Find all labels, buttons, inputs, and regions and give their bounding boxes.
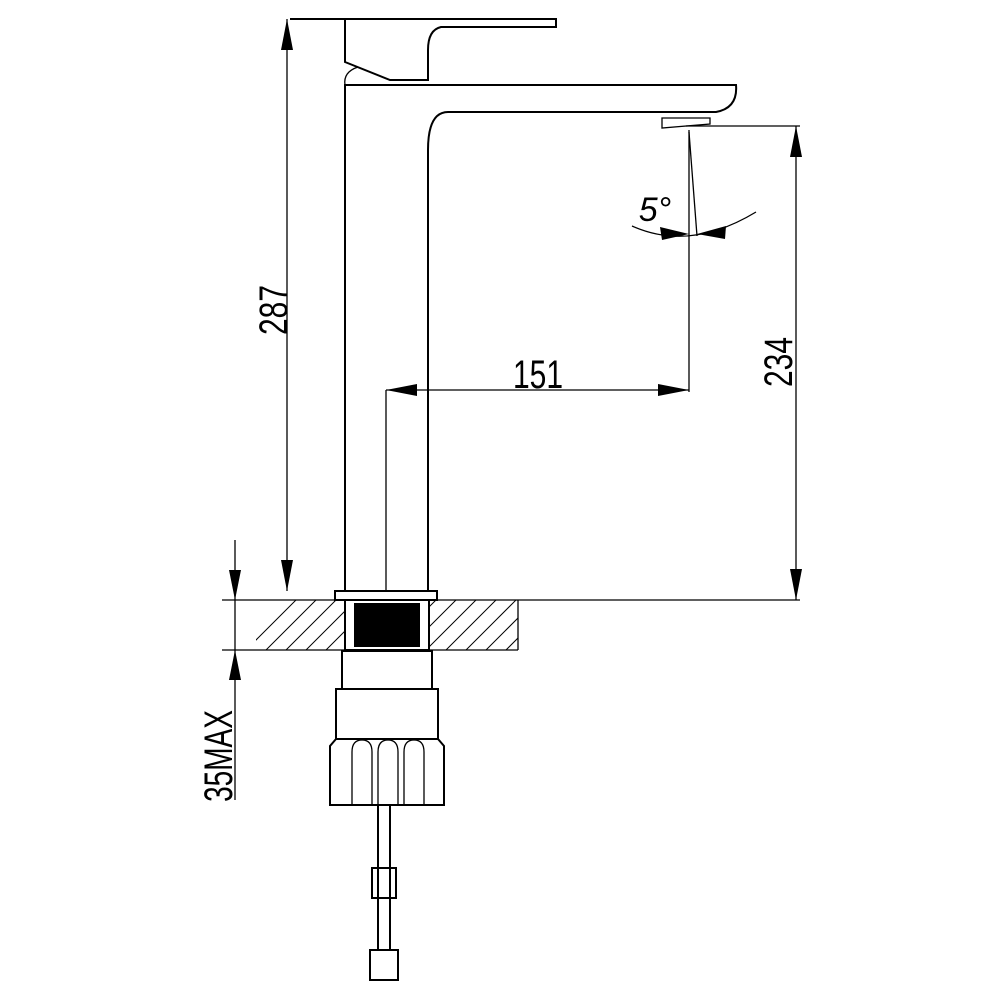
- supply-hose: [369, 805, 399, 981]
- threaded-shank: [344, 599, 430, 651]
- connection-nut: [329, 650, 445, 806]
- faucet-body: [334, 84, 738, 601]
- lever-handle: [290, 18, 557, 86]
- total-height-label: 287: [252, 285, 296, 335]
- dimension-deck-thickness: 35MAX: [197, 540, 256, 802]
- dimension-total-height: 287: [252, 19, 296, 591]
- dimension-spout-reach: 151: [385, 130, 690, 591]
- dimension-spout-height: 234: [686, 125, 802, 600]
- spout-reach-label: 151: [513, 353, 563, 397]
- deck-thickness-label: 35MAX: [197, 710, 241, 802]
- angle-label: 5°: [639, 191, 672, 229]
- angle-indicator: 5°: [631, 131, 757, 240]
- countertop-section: [256, 599, 800, 651]
- spout-height-label: 234: [757, 337, 801, 387]
